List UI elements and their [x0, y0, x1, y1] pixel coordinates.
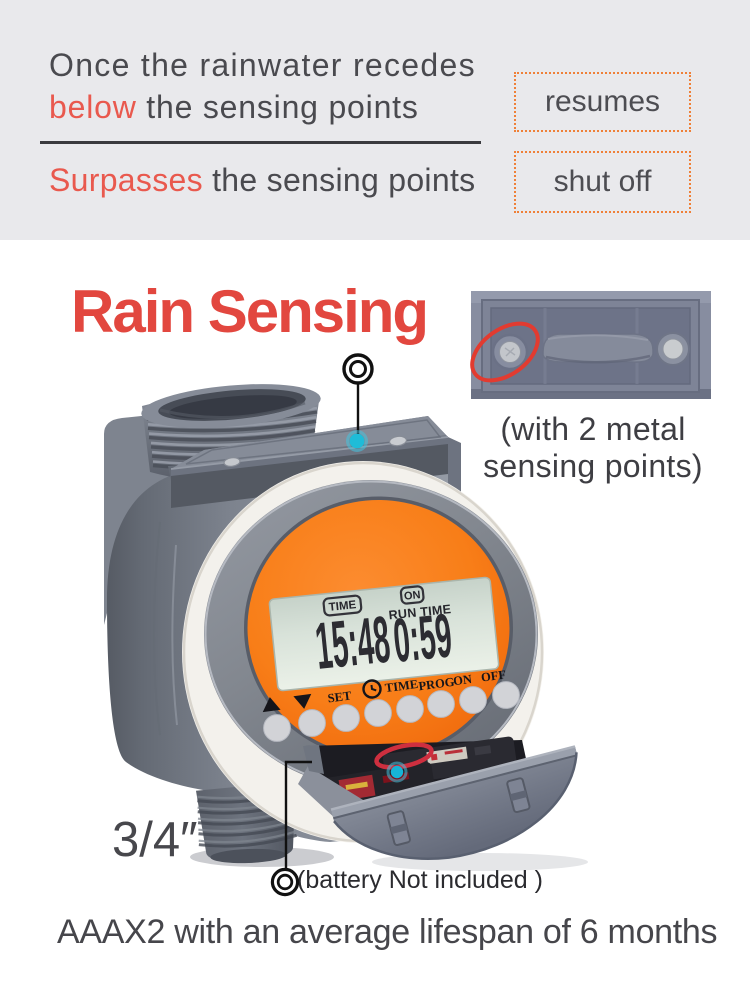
svg-text:15:48: 15:48: [312, 602, 393, 683]
svg-text:RUN TIME: RUN TIME: [388, 602, 452, 622]
svg-text:ON: ON: [452, 672, 472, 688]
svg-text:ON: ON: [403, 589, 421, 603]
svg-text:OFF: OFF: [480, 667, 507, 684]
svg-text:TIME: TIME: [328, 599, 357, 614]
svg-text:PROG: PROG: [418, 675, 456, 694]
svg-text:SET: SET: [327, 688, 353, 705]
svg-text:0:59: 0:59: [390, 601, 455, 676]
svg-text:TIME: TIME: [384, 677, 419, 695]
